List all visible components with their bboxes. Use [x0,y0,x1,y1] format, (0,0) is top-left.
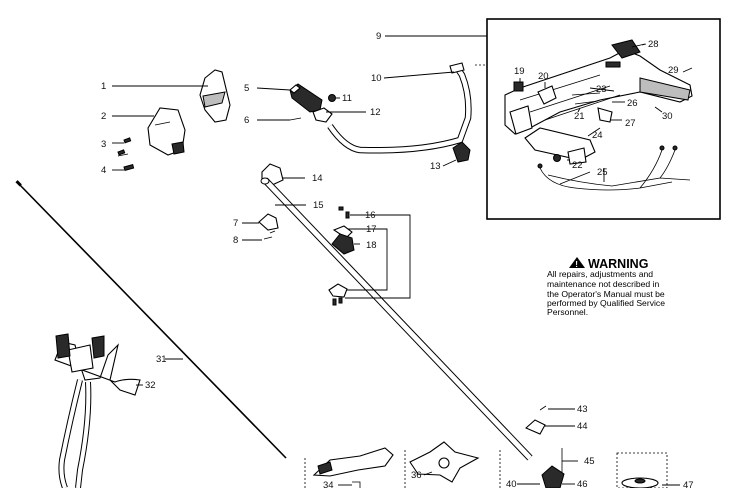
part-47-cup [616,452,668,488]
callout-5: 5 [244,83,249,94]
callout-27: 27 [625,118,636,129]
part-34-guard [304,447,394,488]
control-handle-assembly [504,39,693,191]
callout-4: 4 [101,165,106,176]
part-7-clamp [258,213,279,231]
warning-line-5: Personnel. [547,307,588,317]
callout-31: 31 [156,354,167,365]
callout-12: 12 [370,107,381,118]
callout-6: 6 [244,115,249,126]
callout-15: 15 [313,200,324,211]
callout-20: 20 [538,71,549,82]
warning-triangle-icon: ! [569,257,585,269]
callout-21: 21 [574,111,585,122]
callout-22: 22 [572,160,583,171]
callout-46: 46 [577,479,588,488]
callout-30: 30 [662,111,673,122]
callout-43: 43 [577,404,588,415]
wire-harness [539,149,691,191]
callout-11: 11 [342,93,352,104]
callout-18: 18 [366,240,377,251]
callout-2: 2 [101,111,106,122]
callout-40: 40 [506,479,517,488]
svg-text:!: ! [575,260,578,269]
callout-34: 34 [323,480,334,488]
part-31-drive-shaft [15,180,287,459]
part-5-grip [289,83,323,113]
part-16-fastener-set [328,283,348,306]
callout-45: 45 [584,456,595,467]
part-1-housing [199,69,231,123]
callout-8: 8 [233,235,238,246]
part-15-drive-tube [260,177,533,461]
callout-10: 10 [371,73,382,84]
callout-24: 24 [592,130,603,141]
callout-25: 25 [597,167,608,178]
callout-19: 19 [514,66,525,77]
callout-32: 32 [145,380,156,391]
callout-9: 9 [376,31,381,42]
callout-3: 3 [101,139,106,150]
callout-13: 13 [430,161,441,172]
warning-notice: ! WARNING All repairs, adjustments and m… [547,257,665,317]
part-46-gearhead [541,465,565,488]
part-36-blade [404,441,501,488]
callout-16: 16 [365,210,376,221]
part-13-handle-clamp [452,141,471,163]
part-2-housing-cover [147,107,186,156]
part-3-screws [117,137,132,157]
warning-line-1: All repairs, adjustments and [547,269,653,279]
callout-36: 36 [411,470,422,481]
callout-7: 7 [233,218,238,229]
callout-14: 14 [312,173,323,184]
part-32-shoulder-harness [54,333,141,488]
callout-26: 26 [627,98,638,109]
part-44-bracket [524,419,546,435]
warning-line-4: performed by Qualified Service [547,298,665,308]
callout-17: 17 [366,224,377,235]
callout-29: 29 [668,65,679,76]
part-12-clamp [312,107,333,123]
warning-title: WARNING [588,257,648,271]
part-10-loop-handle [327,62,472,154]
warning-line-3: the Operator's Manual must be [547,289,665,299]
callout-47: 47 [683,480,694,488]
callout-23: 23 [596,84,607,95]
callout-28: 28 [648,39,659,50]
part-4-screw [123,164,135,171]
warning-line-2: maintenance not described in [547,279,659,289]
callout-1: 1 [101,81,106,92]
part-18-clamp [331,233,355,255]
callout-44: 44 [577,421,588,432]
